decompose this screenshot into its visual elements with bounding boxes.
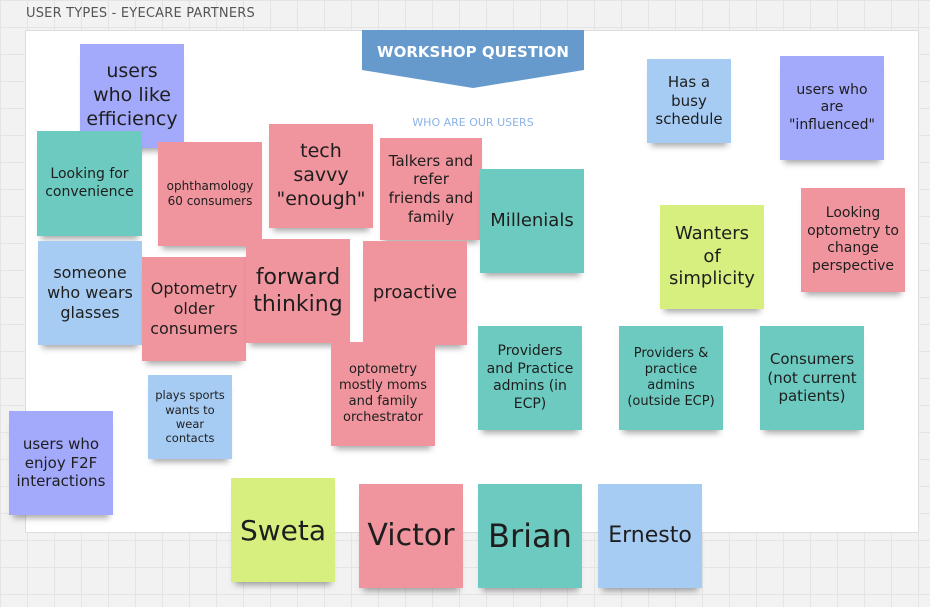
sticky-note-text: users who enjoy F2F interactions <box>16 434 106 491</box>
sticky-note-text: Millenials <box>490 209 574 231</box>
sticky-note[interactable]: Looking for convenience <box>37 131 142 236</box>
sticky-note[interactable]: users who like efficiency <box>80 44 184 148</box>
sticky-note-text: Optometry older consumers <box>150 279 238 338</box>
sticky-note-text: Looking for convenience <box>45 166 134 200</box>
sticky-note[interactable]: Optometry older consumers <box>142 257 246 361</box>
workshop-question-banner[interactable]: WORKSHOP QUESTION <box>362 30 584 88</box>
sticky-note-text: someone who wears glasses <box>47 263 133 322</box>
sticky-note[interactable]: proactive <box>363 241 467 345</box>
sticky-note-text: Looking optometry to change perspective <box>807 205 899 274</box>
sticky-note-text: Talkers and refer friends and family <box>388 151 474 226</box>
sticky-note[interactable]: forward thinking <box>246 239 350 343</box>
sticky-note[interactable]: Providers & practice admins (outside ECP… <box>619 326 723 430</box>
sticky-note[interactable]: Brian <box>478 484 582 588</box>
board-title: USER TYPES - EYECARE PARTNERS <box>26 6 255 21</box>
sticky-note[interactable]: tech savvy "enough" <box>269 124 373 228</box>
sticky-note-text: plays sports wants to wear contacts <box>155 388 225 446</box>
sticky-note-text: Providers & practice admins (outside ECP… <box>627 345 715 410</box>
sticky-note-text: users who like efficiency <box>86 60 178 130</box>
sticky-note-text: Sweta <box>239 513 327 547</box>
sticky-note[interactable]: Victor <box>359 484 463 588</box>
sticky-note-text: Wanters of simplicity <box>669 223 755 290</box>
sticky-note[interactable]: optometry mostly moms and family orchest… <box>331 342 435 446</box>
sticky-note[interactable]: Ernesto <box>598 484 702 588</box>
sticky-note[interactable]: Millenials <box>480 169 584 273</box>
workshop-subtitle: WHO ARE OUR USERS <box>412 116 534 129</box>
sticky-note-text: forward thinking <box>253 264 343 318</box>
sticky-note-text: tech savvy "enough" <box>276 140 366 210</box>
sticky-note-text: proactive <box>372 281 458 303</box>
sticky-note-text: Providers and Practice admins (in ECP) <box>486 343 574 412</box>
banner-label: WORKSHOP QUESTION <box>377 43 569 61</box>
sticky-note[interactable]: someone who wears glasses <box>38 241 142 345</box>
sticky-note[interactable]: ophthamology 60 consumers <box>158 142 262 246</box>
sticky-note[interactable]: Has a busy schedule <box>647 59 731 143</box>
sticky-note[interactable]: Consumers (not current patients) <box>760 326 864 430</box>
sticky-note[interactable]: users who are "influenced" <box>780 56 884 160</box>
sticky-note-text: Consumers (not current patients) <box>767 349 857 406</box>
sticky-note-text: Has a busy schedule <box>655 72 723 129</box>
sticky-note-text: optometry mostly moms and family orchest… <box>339 361 427 426</box>
sticky-note[interactable]: Talkers and refer friends and family <box>380 138 482 240</box>
sticky-note[interactable]: Looking optometry to change perspective <box>801 188 905 292</box>
sticky-note-text: Brian <box>488 517 572 555</box>
sticky-note-text: users who are "influenced" <box>788 81 876 133</box>
sticky-note[interactable]: Sweta <box>231 478 335 582</box>
banner-arrow-shape <box>362 30 584 88</box>
sticky-note-text: Ernesto <box>608 523 692 549</box>
sticky-note[interactable]: plays sports wants to wear contacts <box>148 375 232 459</box>
sticky-note-text: Victor <box>367 518 455 554</box>
sticky-note-text: ophthamology 60 consumers <box>166 179 254 208</box>
sticky-note[interactable]: Wanters of simplicity <box>660 205 764 309</box>
sticky-note[interactable]: users who enjoy F2F interactions <box>9 411 113 515</box>
sticky-note[interactable]: Providers and Practice admins (in ECP) <box>478 326 582 430</box>
